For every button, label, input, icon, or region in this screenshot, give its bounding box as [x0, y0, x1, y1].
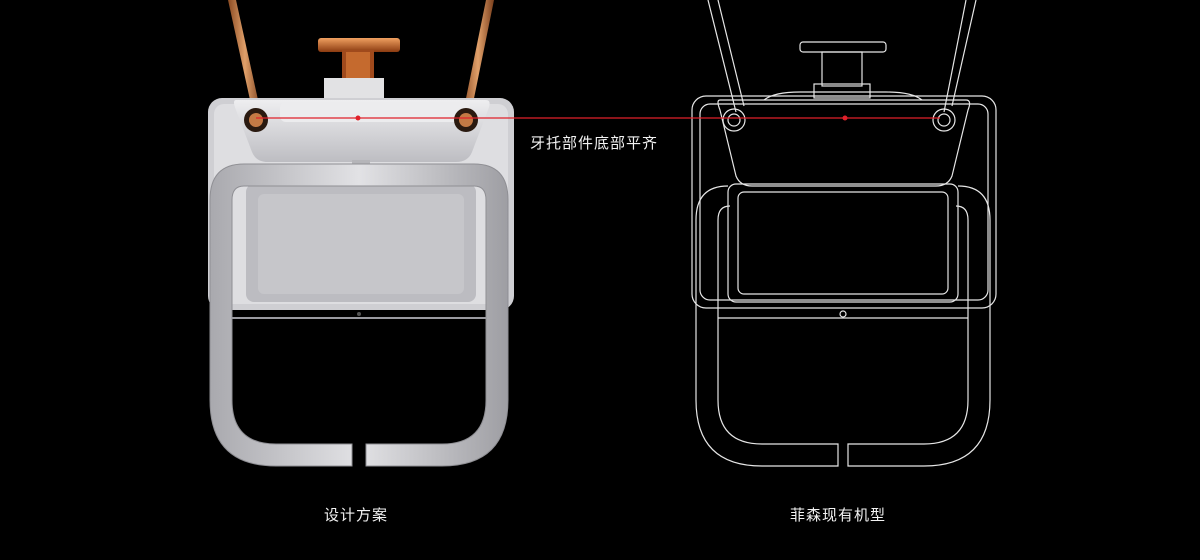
alignment-guide — [256, 115, 940, 121]
left-top-knob — [318, 38, 400, 100]
left-rod-left — [228, 0, 262, 118]
left-u-frame — [209, 163, 509, 467]
left-rod-right — [462, 0, 494, 118]
left-pivot-left — [244, 108, 268, 132]
existing-model-wireframe — [691, 0, 997, 467]
caption-existing-model: 菲森现有机型 — [790, 506, 887, 524]
left-pivot-right — [454, 108, 478, 132]
caption-design: 设计方案 — [324, 506, 389, 524]
design-render — [208, 0, 514, 467]
alignment-annotation: 牙托部件底部平齐 — [530, 134, 659, 152]
